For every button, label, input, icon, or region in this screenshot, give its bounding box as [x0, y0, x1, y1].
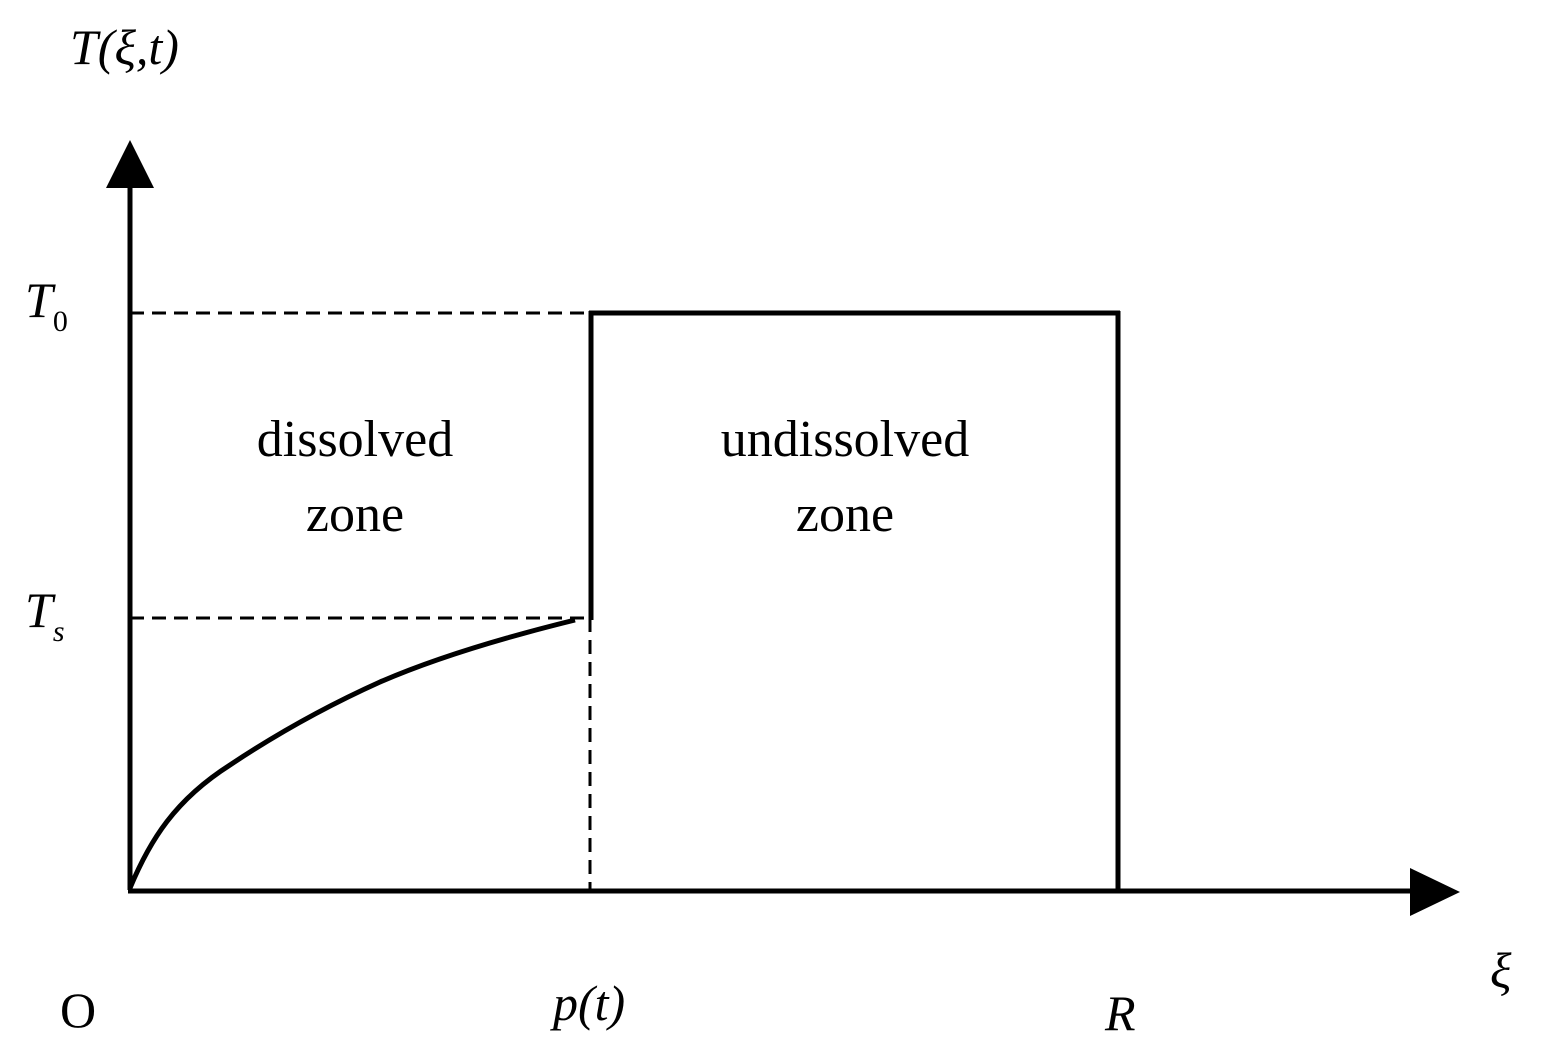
- ts-sub: s: [52, 615, 65, 648]
- origin-label: O: [60, 982, 97, 1038]
- x-axis-arrow-icon: [1410, 868, 1460, 916]
- dissolved-zone-label: dissolved zone: [205, 402, 505, 552]
- t0-label: T0: [25, 275, 68, 337]
- undissolved-zone-label: undissolved zone: [670, 402, 1020, 552]
- undissolved-zone-line1: undissolved: [720, 411, 970, 468]
- r-label: R: [1105, 985, 1136, 1041]
- y-axis-arrow-icon: [106, 140, 154, 188]
- dissolved-zone-line1: dissolved: [256, 411, 454, 468]
- dissolved-zone-line2: zone: [305, 486, 405, 543]
- p-label: p(t): [553, 975, 626, 1031]
- t0-sub: 0: [52, 305, 68, 338]
- t0-main: T: [25, 272, 53, 328]
- y-axis-label: T(ξ,t): [70, 19, 179, 75]
- temperature-curve: [127, 617, 576, 889]
- undissolved-zone-line2: zone: [795, 486, 895, 543]
- ts-main: T: [25, 582, 53, 638]
- ts-label: Ts: [25, 585, 65, 647]
- x-axis-label: ξ: [1490, 942, 1512, 998]
